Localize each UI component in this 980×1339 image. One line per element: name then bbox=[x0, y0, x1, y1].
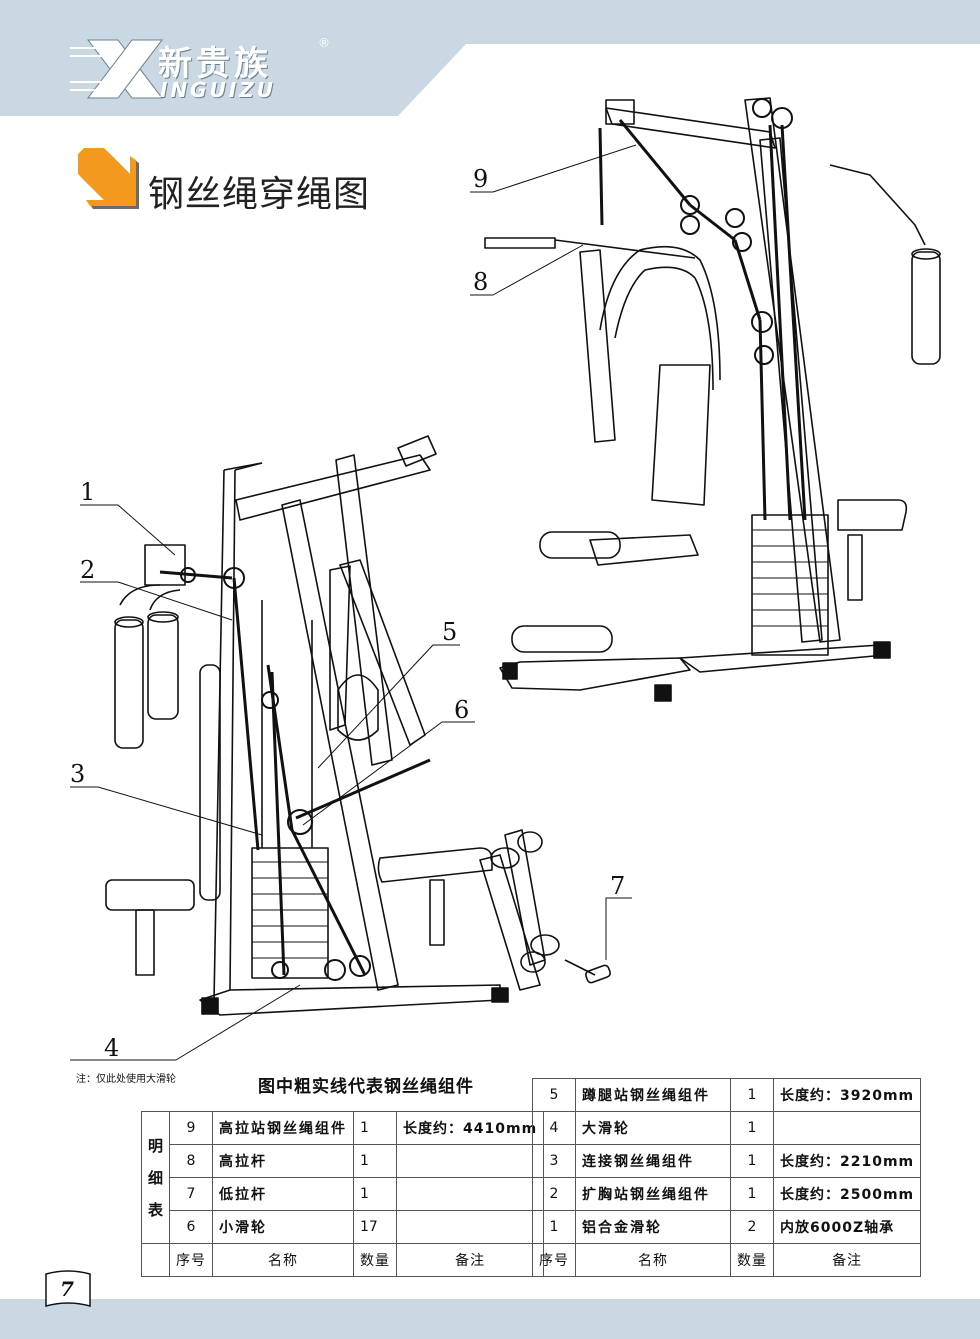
row-note: 长度约：3920mm bbox=[772, 1078, 922, 1112]
table-row: 明细表 9 高拉站钢丝绳组件 1 长度约：4410mm bbox=[140, 1111, 545, 1244]
table-row: 5 蹲腿站钢丝绳组件 1 长度约：3920mm bbox=[532, 1078, 922, 1112]
callout-9: 9 bbox=[473, 165, 489, 193]
row-index: 4 bbox=[532, 1111, 576, 1145]
row-index: 2 bbox=[532, 1177, 576, 1211]
row-index: 1 bbox=[532, 1210, 576, 1244]
table-row: 1 铝合金滑轮 2 内放6000Z轴承 bbox=[532, 1210, 922, 1244]
row-index: 5 bbox=[532, 1078, 576, 1112]
arrow-down-right-icon bbox=[78, 148, 139, 209]
row-name: 大滑轮 bbox=[575, 1111, 731, 1145]
right-gym-machine bbox=[484, 97, 941, 702]
brand-registered-mark: ® bbox=[318, 36, 330, 50]
table-row: 6 小滑轮 17 bbox=[142, 1210, 545, 1244]
table-row: 7 低拉杆 1 bbox=[142, 1177, 545, 1211]
row-index: 8 bbox=[169, 1144, 214, 1178]
row-qty: 1 bbox=[730, 1144, 774, 1178]
header-note: 备注 bbox=[772, 1243, 922, 1277]
parts-table-left: 明细表 9 高拉站钢丝绳组件 1 长度约：4410mm 8 高拉杆 1 7 低拉… bbox=[140, 1111, 545, 1277]
book-page-icon bbox=[45, 1270, 91, 1307]
row-name: 低拉杆 bbox=[212, 1177, 355, 1211]
row-name: 高拉站钢丝绳组件 bbox=[212, 1111, 355, 1145]
table-header-row: 序号 名称 数量 备注 bbox=[532, 1243, 922, 1277]
callout-6: 6 bbox=[454, 696, 470, 724]
row-note: 内放6000Z轴承 bbox=[772, 1210, 922, 1244]
row-qty: 2 bbox=[730, 1210, 774, 1244]
table-row: 3 连接钢丝绳组件 1 长度约：2210mm bbox=[532, 1144, 922, 1178]
callout-8: 8 bbox=[473, 268, 489, 296]
row-note bbox=[772, 1111, 922, 1145]
row-qty: 1 bbox=[353, 1144, 398, 1178]
table-row: 2 扩胸站钢丝绳组件 1 长度约：2500mm bbox=[532, 1177, 922, 1211]
row-qty: 1 bbox=[730, 1078, 774, 1112]
row-qty: 1 bbox=[353, 1177, 398, 1211]
row-note bbox=[396, 1177, 545, 1211]
header-qty: 数量 bbox=[730, 1243, 774, 1277]
header-index: 序号 bbox=[532, 1243, 576, 1277]
table-caption: 图中粗实线代表钢丝绳组件 bbox=[258, 1077, 474, 1097]
detail-list-label: 明细表 bbox=[140, 1111, 171, 1244]
header-note: 备注 bbox=[396, 1243, 545, 1277]
footnote: 注：仅此处使用大滑轮 bbox=[76, 1074, 176, 1085]
row-name: 连接钢丝绳组件 bbox=[575, 1144, 731, 1178]
table-header-row: 序号 名称 数量 备注 bbox=[140, 1243, 545, 1277]
header-name: 名称 bbox=[575, 1243, 731, 1277]
header-band bbox=[0, 0, 980, 116]
page-title: 钢丝绳穿绳图 bbox=[148, 174, 371, 215]
callout-7: 7 bbox=[610, 872, 626, 900]
row-qty: 1 bbox=[730, 1177, 774, 1211]
row-name: 扩胸站钢丝绳组件 bbox=[575, 1177, 731, 1211]
row-note: 长度约：2210mm bbox=[772, 1144, 922, 1178]
row-name: 小滑轮 bbox=[212, 1210, 355, 1244]
header-qty: 数量 bbox=[353, 1243, 398, 1277]
table-row: 4 大滑轮 1 bbox=[532, 1111, 922, 1145]
row-note bbox=[396, 1144, 545, 1178]
header-name: 名称 bbox=[212, 1243, 355, 1277]
parts-table-right: 5 蹲腿站钢丝绳组件 1 长度约：3920mm 4 大滑轮 1 3 连接钢丝绳组… bbox=[532, 1078, 922, 1277]
table-row: 8 高拉杆 1 bbox=[142, 1144, 545, 1178]
row-index: 7 bbox=[169, 1177, 214, 1211]
row-qty: 17 bbox=[353, 1210, 398, 1244]
row-index: 3 bbox=[532, 1144, 576, 1178]
header-index: 序号 bbox=[169, 1243, 214, 1277]
callout-4: 4 bbox=[104, 1034, 120, 1062]
row-name: 蹲腿站钢丝绳组件 bbox=[575, 1078, 731, 1112]
brand-name-cn: 新贵族 bbox=[158, 44, 272, 84]
row-qty: 1 bbox=[353, 1111, 398, 1145]
row-note: 长度约：4410mm bbox=[396, 1111, 545, 1145]
row-name: 铝合金滑轮 bbox=[575, 1210, 731, 1244]
row-note: 长度约：2500mm bbox=[772, 1177, 922, 1211]
cable-routing-diagram bbox=[70, 97, 941, 1061]
callout-2: 2 bbox=[80, 556, 96, 584]
page-number: 7 bbox=[60, 1277, 74, 1301]
brand-name-en: INGUIZU bbox=[160, 78, 277, 102]
callout-5: 5 bbox=[442, 618, 458, 646]
callout-3: 3 bbox=[70, 760, 86, 788]
left-gym-machine bbox=[105, 435, 612, 1016]
callout-1: 1 bbox=[80, 478, 96, 506]
row-qty: 1 bbox=[730, 1111, 774, 1145]
row-name: 高拉杆 bbox=[212, 1144, 355, 1178]
row-note bbox=[396, 1210, 545, 1244]
row-index: 6 bbox=[169, 1210, 214, 1244]
footer-band bbox=[0, 1299, 980, 1339]
brand-logo-x-icon bbox=[70, 39, 164, 99]
row-index: 9 bbox=[169, 1111, 214, 1145]
